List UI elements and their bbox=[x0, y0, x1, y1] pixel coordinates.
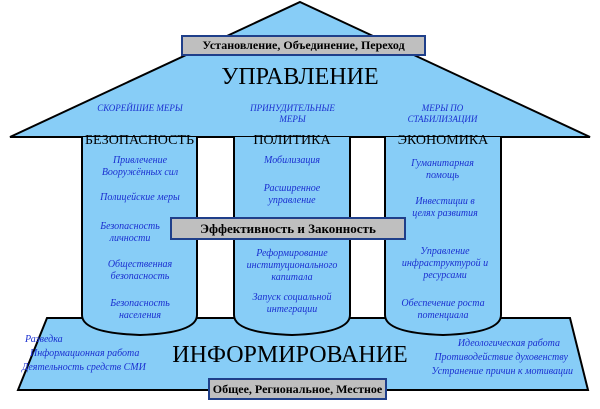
base-left-item: Разведка bbox=[25, 334, 63, 345]
column-item: Обеспечение роста потенциала bbox=[401, 298, 485, 321]
column-security-shape bbox=[81, 137, 198, 337]
column-item: Безопасность личности bbox=[100, 221, 160, 244]
column-item: Управление инфраструктурой и ресурсами bbox=[401, 246, 489, 281]
base-right-item: Идеологическая работа bbox=[457, 338, 560, 349]
base-right-item: Противодействие духовенству bbox=[434, 352, 568, 363]
roof-title: УПРАВЛЕНИЕ bbox=[221, 64, 379, 90]
roof-caption-3: МЕРЫ ПО СТАБИЛИЗАЦИИ bbox=[407, 103, 478, 124]
roof-caption-2: ПРИНУДИТЕЛЬНЫЕ МЕРЫ bbox=[250, 103, 335, 124]
column-item: Привлечение Вооружённых сил bbox=[101, 155, 179, 178]
column-item: Запуск социальной интеграции bbox=[252, 292, 332, 315]
column-item: Инвестиции в целях развития bbox=[412, 196, 478, 219]
column-item: Расширенное управление bbox=[263, 183, 321, 206]
column-title-economy: ЭКОНОМИКА bbox=[397, 133, 489, 148]
column-item: Общественная безопасность bbox=[107, 259, 173, 282]
roof-band: Установление, Объединение, Переход bbox=[181, 35, 426, 56]
middle-band: Эффективность и Законность bbox=[170, 217, 406, 240]
column-item: Мобилизация bbox=[264, 155, 320, 166]
base-right-item: Устранение причин к мотивации bbox=[431, 366, 573, 377]
roof-caption-1: СКОРЕЙШИЕ МЕРЫ bbox=[97, 103, 183, 113]
base-left-item: Деятельность средств СМИ bbox=[22, 362, 146, 373]
column-title-politics: ПОЛИТИКА bbox=[253, 133, 331, 148]
column-item: Гуманитарная помощь bbox=[411, 158, 474, 181]
base-band: Общее, Региональное, Местное bbox=[208, 378, 387, 400]
column-item: Реформирование институционального капита… bbox=[246, 248, 338, 283]
base-title: ИНФОРМИРОВАНИЕ bbox=[172, 342, 408, 368]
column-economy-shape bbox=[384, 137, 502, 337]
column-title-security: БЕЗОПАСНОСТЬ bbox=[84, 133, 195, 148]
column-item: Полицейские меры bbox=[100, 192, 180, 203]
base-left-item: Информационная работа bbox=[30, 348, 140, 359]
column-item: Безопасность населения bbox=[110, 298, 170, 321]
